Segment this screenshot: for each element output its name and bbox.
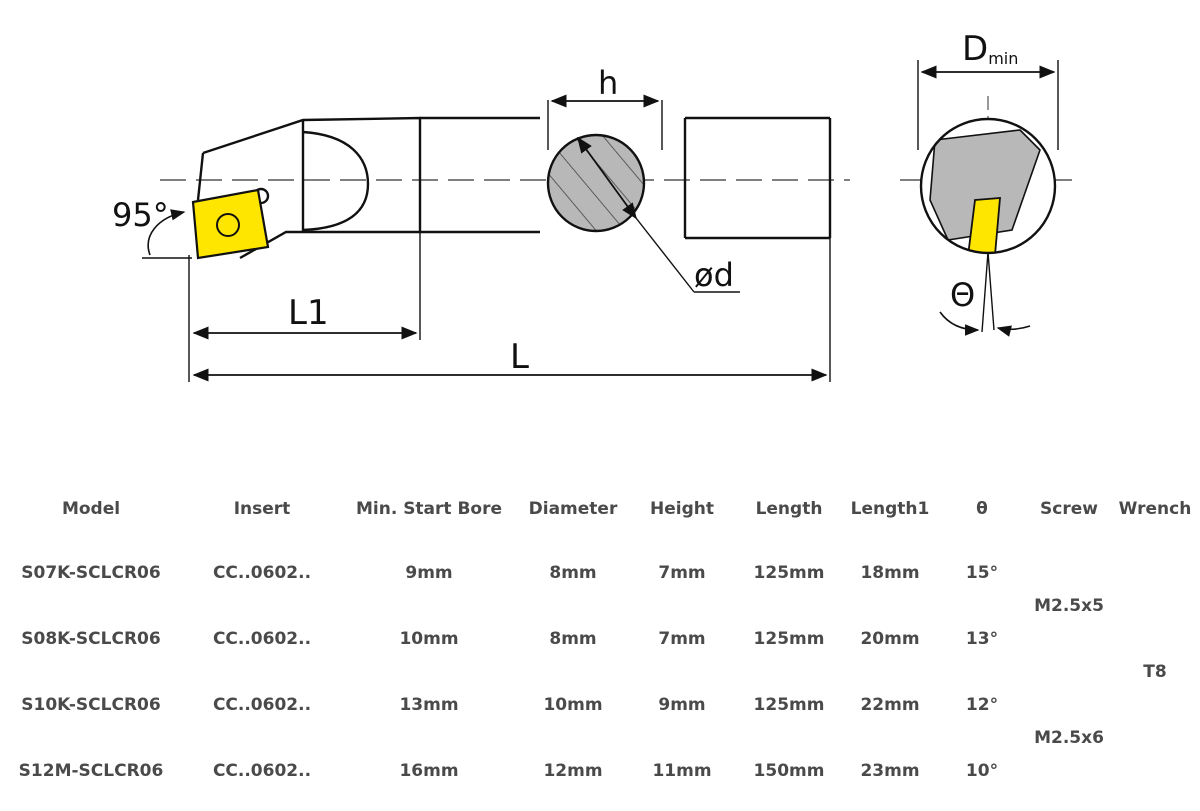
cell-length1: 18mm [860,563,920,583]
cell-min-start-bore: 10mm [399,629,459,649]
dmin-label: Dmin [962,29,1018,69]
cell-min-start-bore: 16mm [399,761,459,781]
cell-length1: 23mm [860,761,920,781]
cell-theta: 13° [965,629,999,649]
table-row: S10K-SCLCR06 CC..0602.. 13mm 10mm 9mm 12… [0,672,1200,748]
boring-bar-body [196,116,832,260]
cell-model: S08K-SCLCR06 [21,629,161,649]
header-model: Model [61,499,121,519]
cell-wrench: T8 [1143,662,1167,682]
dimension-lines [142,209,831,382]
d-label: ød [694,256,734,294]
cell-diameter: 10mm [543,695,603,715]
cell-min-start-bore: 9mm [405,563,453,583]
cell-insert: CC..0602.. [212,761,312,781]
cell-model: S12M-SCLCR06 [18,761,164,781]
header-theta: θ [976,499,988,519]
tool-technical-drawing: 95° L1 L h ød Dmin Θ [112,29,1080,382]
cell-theta: 15° [965,563,999,583]
cell-length1: 22mm [860,695,920,715]
cell-insert: CC..0602.. [212,695,312,715]
cell-insert: CC..0602.. [212,563,312,583]
theta-label: Θ [950,276,975,314]
header-insert: Insert [233,499,291,519]
header-diameter: Diameter [528,499,618,519]
angle-95-label: 95° [112,196,169,234]
cell-min-start-bore: 13mm [399,695,459,715]
cell-model: S10K-SCLCR06 [21,695,161,715]
cell-height: 9mm [658,695,706,715]
header-screw: Screw [1040,499,1098,519]
header-height: Height [650,499,714,519]
specification-table: Model Insert Min. Start Bore Diameter He… [0,478,1200,804]
cell-model: S07K-SCLCR06 [21,563,161,583]
cell-diameter: 8mm [549,629,597,649]
cell-screw: M2.5x5 [1034,596,1104,616]
table-row: S08K-SCLCR06 CC..0602.. 10mm 8mm 7mm 125… [0,606,1200,672]
l1-label: L1 [288,293,329,333]
header-min-start-bore: Min. Start Bore [355,499,503,519]
cell-screw: M2.5x6 [1034,728,1104,748]
cell-length: 150mm [753,761,825,781]
cell-height: 11mm [652,761,712,781]
cell-height: 7mm [658,563,706,583]
cell-length: 125mm [753,563,825,583]
shank-cross-section [546,94,740,293]
cell-length: 125mm [753,629,825,649]
table-row: S12M-SCLCR06 CC..0602.. 16mm 12mm 11mm 1… [0,738,1200,804]
cell-insert: CC..0602.. [212,629,312,649]
cell-length: 125mm [753,695,825,715]
header-length1: Length1 [850,499,930,519]
header-wrench: Wrench [1118,499,1192,519]
l-label: L [510,337,529,377]
cell-diameter: 12mm [543,761,603,781]
end-view [917,60,1059,337]
cutting-insert [191,188,270,260]
header-length: Length [755,499,823,519]
cell-theta: 12° [965,695,999,715]
cell-length1: 20mm [860,629,920,649]
cell-theta: 10° [965,761,999,781]
h-label: h [598,64,618,102]
cell-diameter: 8mm [549,563,597,583]
table-row: S07K-SCLCR06 CC..0602.. 9mm 8mm 7mm 125m… [0,540,1200,682]
cell-height: 7mm [658,629,706,649]
table-header-row: Model Insert Min. Start Bore Diameter He… [0,478,1200,540]
